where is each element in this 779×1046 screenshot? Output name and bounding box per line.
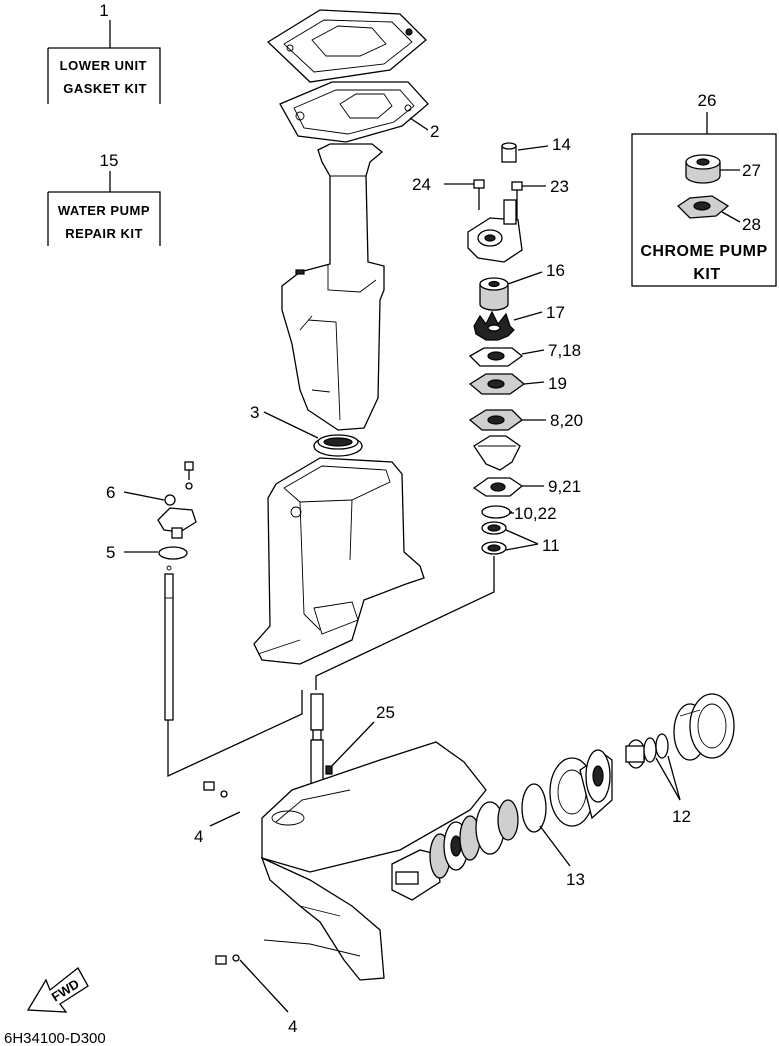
upper-casing-plate xyxy=(266,9,427,83)
guide-line-pump xyxy=(315,556,495,690)
gasket-9-21: 9,21 xyxy=(472,477,581,497)
kit-ref-26: 26 xyxy=(698,91,717,110)
plate-19: 19 xyxy=(468,373,567,395)
fwd-arrow-icon: FWD xyxy=(26,967,89,1013)
bearings-11: 11 xyxy=(481,521,560,555)
bearing-housing xyxy=(549,749,613,827)
callout-6: 6 xyxy=(106,483,115,502)
exhaust-housing xyxy=(281,143,385,431)
callout-5: 5 xyxy=(106,543,115,562)
callout-10-22: 10,22 xyxy=(514,504,557,523)
callout-11: 11 xyxy=(542,536,560,555)
callout-16: 16 xyxy=(546,261,565,280)
callout-12: 12 xyxy=(672,807,691,826)
seals-12: 12 xyxy=(625,733,691,826)
callout-27: 27 xyxy=(742,161,761,180)
water-pump-repair-kit-box: 15 WATER PUMP REPAIR KIT xyxy=(47,151,161,246)
shift-rod-group: 6 5 xyxy=(106,461,197,721)
callout-3: 3 xyxy=(250,403,259,422)
seal-3: 3 xyxy=(250,403,363,457)
oring-13: 13 xyxy=(521,783,585,889)
lower-unit-kit-line1: LOWER UNIT xyxy=(60,58,147,73)
callout-9-21: 9,21 xyxy=(548,477,581,496)
kit-ref-1: 1 xyxy=(99,1,108,20)
callout-7-18: 7,18 xyxy=(548,341,581,360)
propeller-shaft-housing xyxy=(673,693,735,761)
callout-4a: 4 xyxy=(194,827,203,846)
kit-ref-15: 15 xyxy=(100,151,119,170)
gasket-8-20: 8,20 xyxy=(468,409,583,431)
callout-8-20: 8,20 xyxy=(550,411,583,430)
lower-unit-gasket-kit-box: 1 LOWER UNIT GASKET KIT xyxy=(47,1,161,104)
propeller-shaft-gears xyxy=(395,799,519,885)
lower-casing-upper xyxy=(253,457,425,665)
chrome-pump-kit-box: 26 27 28 CHROME PUMP KIT xyxy=(631,91,777,287)
oring-10-22: 10,22 xyxy=(481,504,557,523)
chrome-pump-kit-line1: CHROME PUMP xyxy=(640,243,767,260)
gasket-2: 2 xyxy=(279,81,439,143)
callout-4b: 4 xyxy=(288,1017,297,1036)
callout-14: 14 xyxy=(552,135,571,154)
pump-case xyxy=(473,435,521,471)
bolt-4a: 4 xyxy=(194,781,241,846)
guide-line-shift xyxy=(167,690,303,778)
insert-16: 16 xyxy=(479,261,565,311)
callout-2: 2 xyxy=(430,122,439,141)
pump-bolt-14: 14 xyxy=(501,135,571,163)
callout-19: 19 xyxy=(548,374,567,393)
callout-13: 13 xyxy=(566,870,585,889)
chrome-pump-kit-line2: KIT xyxy=(693,266,720,283)
water-pump-kit-line2: REPAIR KIT xyxy=(65,226,143,241)
water-pump-kit-line1: WATER PUMP xyxy=(58,203,150,218)
bolt-4b: 4 xyxy=(215,954,297,1036)
callout-24: 24 xyxy=(412,175,431,194)
callout-23: 23 xyxy=(550,177,569,196)
callout-17: 17 xyxy=(546,303,565,322)
callout-28: 28 xyxy=(742,215,761,234)
diagram-code: 6H34100-D300 xyxy=(4,1030,106,1046)
pump-housing-group: 24 23 xyxy=(412,175,569,263)
gasket-7-18: 7,18 xyxy=(468,341,581,367)
callout-25: 25 xyxy=(376,703,395,722)
lower-unit-kit-line2: GASKET KIT xyxy=(63,81,147,96)
impeller-17: 17 xyxy=(473,303,565,341)
